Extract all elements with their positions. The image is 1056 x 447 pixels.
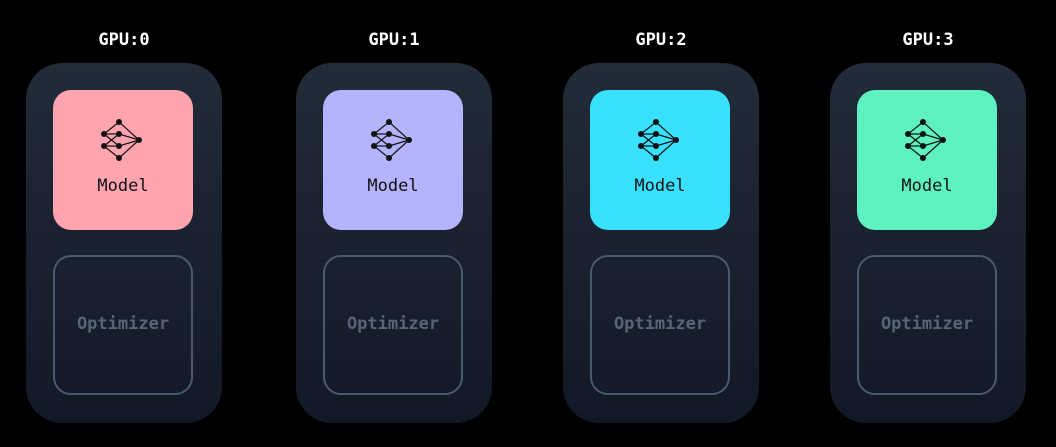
model-box: Model: [590, 90, 730, 230]
neural-network-icon: [638, 119, 679, 161]
model-box: Model: [857, 90, 997, 230]
optimizer-label: Optimizer: [76, 314, 170, 334]
gpu-label: GPU:2: [635, 30, 687, 50]
optimizer-label: Optimizer: [880, 314, 974, 334]
gpu-card: Model Optimizer: [26, 63, 222, 423]
optimizer-label: Optimizer: [346, 314, 440, 334]
model-box: Model: [323, 90, 463, 230]
gpu-label: GPU:0: [98, 30, 150, 50]
neural-network-icon: [905, 119, 946, 161]
gpu-column-1: GPU:1 Model Optimi: [296, 0, 492, 447]
optimizer-box: Optimizer: [323, 255, 463, 395]
model-label: Model: [367, 176, 419, 196]
optimizer-box: Optimizer: [53, 255, 193, 395]
model-label: Model: [97, 176, 149, 196]
optimizer-label: Optimizer: [613, 314, 707, 334]
model-label: Model: [901, 176, 953, 196]
gpu-label: GPU:1: [368, 30, 420, 50]
model-label: Model: [634, 176, 686, 196]
gpu-column-3: GPU:3 Model Optimi: [830, 0, 1026, 447]
gpu-label: GPU:3: [902, 30, 954, 50]
optimizer-box: Optimizer: [590, 255, 730, 395]
optimizer-box: Optimizer: [857, 255, 997, 395]
model-box: Model: [53, 90, 193, 230]
gpu-column-0: GPU:0 Model Optimi: [26, 0, 222, 447]
gpu-column-2: GPU:2 Model Optimi: [563, 0, 759, 447]
neural-network-icon: [101, 119, 142, 161]
gpu-card: Model Optimizer: [830, 63, 1026, 423]
gpu-card: Model Optimizer: [563, 63, 759, 423]
gpu-card: Model Optimizer: [296, 63, 492, 423]
neural-network-icon: [371, 119, 412, 161]
